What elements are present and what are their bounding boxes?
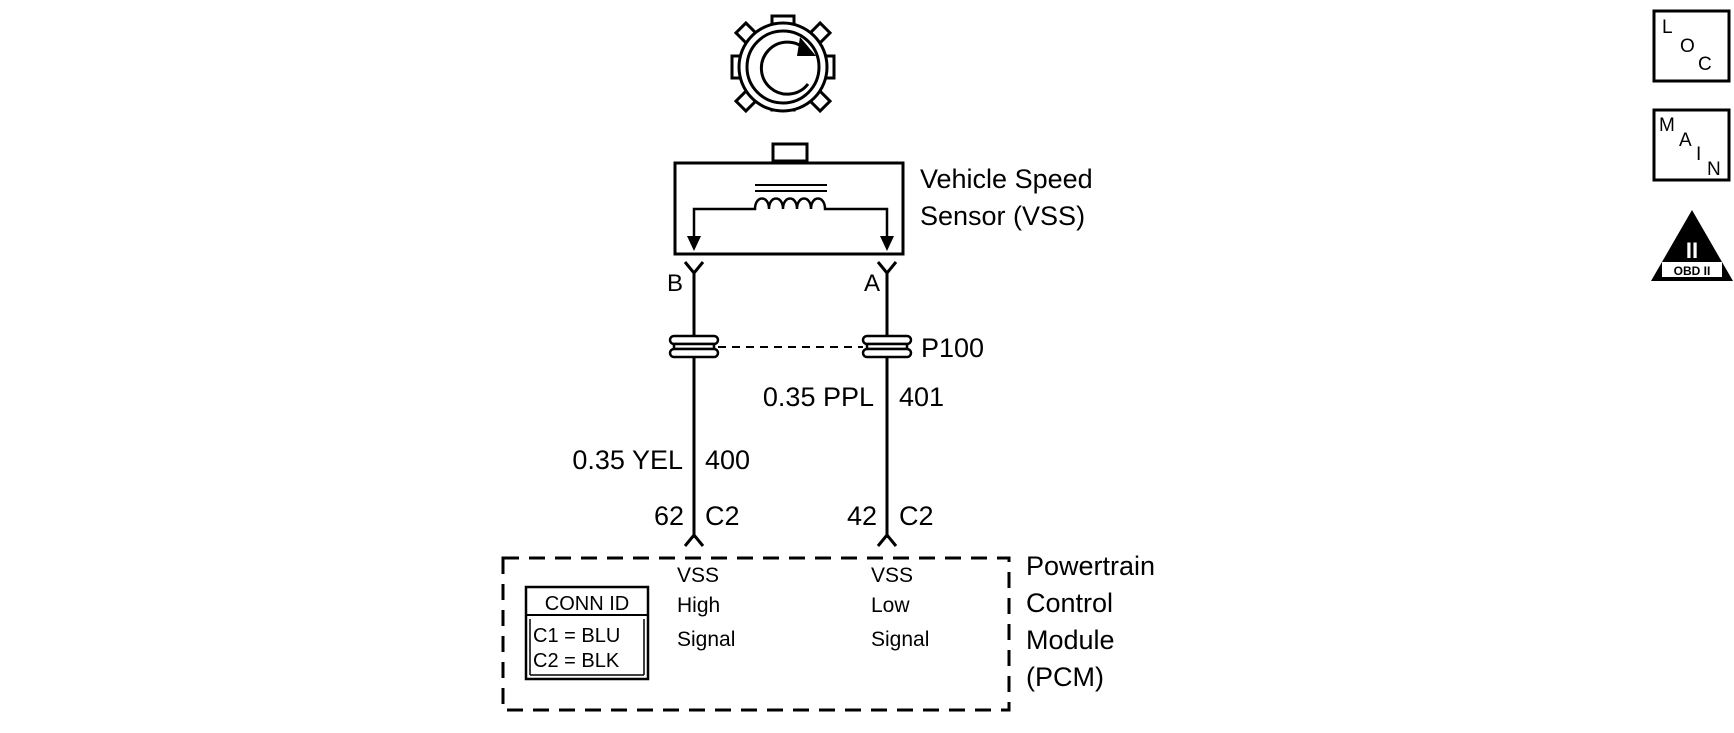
pcm-name-line3: Module [1026, 625, 1115, 655]
pcm-name-line4: (PCM) [1026, 662, 1104, 692]
pcm-connector-right: C2 [899, 501, 934, 531]
svg-text:L: L [1662, 17, 1673, 38]
sensor-pin-a-terminal [876, 261, 898, 276]
svg-text:C: C [1698, 54, 1712, 75]
sensor-pin-b-terminal [683, 261, 705, 276]
gear-icon [730, 14, 836, 114]
conn-id-table [524, 585, 650, 681]
pcm-module-box [501, 556, 1011, 712]
svg-text:A: A [1679, 130, 1692, 151]
conn-id-title: CONN ID [545, 593, 629, 615]
vss-high-line2: High [677, 594, 720, 617]
svg-text:II: II [1686, 238, 1698, 263]
sensor-pin-a: A [864, 270, 880, 297]
svg-text:OBD II: OBD II [1674, 264, 1711, 278]
sensor-name-line1: Vehicle Speed [920, 164, 1093, 194]
vss-high-line3: Signal [677, 628, 735, 651]
vss-low-line1: VSS [871, 564, 913, 587]
loc-icon: L O C [1652, 9, 1731, 83]
vss-high-line1: VSS [677, 564, 719, 587]
sensor-pin-b: B [667, 270, 683, 297]
wire-401-circuit: 401 [899, 382, 944, 412]
vss-low-line3: Signal [871, 628, 929, 651]
pcm-connector-left: C2 [705, 501, 740, 531]
pcm-pin-42-terminal [876, 532, 898, 547]
pcm-pin-62: 62 [654, 501, 684, 531]
vss-low-line2: Low [871, 594, 910, 617]
sensor-name-line2: Sensor (VSS) [920, 201, 1085, 231]
vehicle-speed-sensor [673, 142, 905, 256]
pcm-pin-62-terminal [683, 532, 705, 547]
pcm-name-line1: Powertrain [1026, 551, 1155, 581]
conn-id-row-c2: C2 = BLK [533, 650, 620, 672]
pcm-pin-42: 42 [847, 501, 877, 531]
main-icon: M A I N [1652, 108, 1731, 182]
wire-400-color: 0.35 YEL [572, 445, 683, 475]
inline-connector-p100 [668, 334, 913, 359]
connector-label: P100 [921, 333, 984, 363]
coil-icon [692, 197, 889, 224]
svg-text:I: I [1696, 144, 1701, 165]
wire-401-color: 0.35 PPL [763, 382, 874, 412]
conn-id-row-c1: C1 = BLU [533, 625, 620, 647]
wire-400-circuit: 400 [705, 445, 750, 475]
svg-text:N: N [1707, 159, 1721, 180]
pcm-name-line2: Control [1026, 588, 1113, 618]
obd-ii-icon: II OBD II [1651, 210, 1733, 281]
svg-text:O: O [1680, 36, 1695, 57]
svg-text:M: M [1659, 115, 1675, 136]
